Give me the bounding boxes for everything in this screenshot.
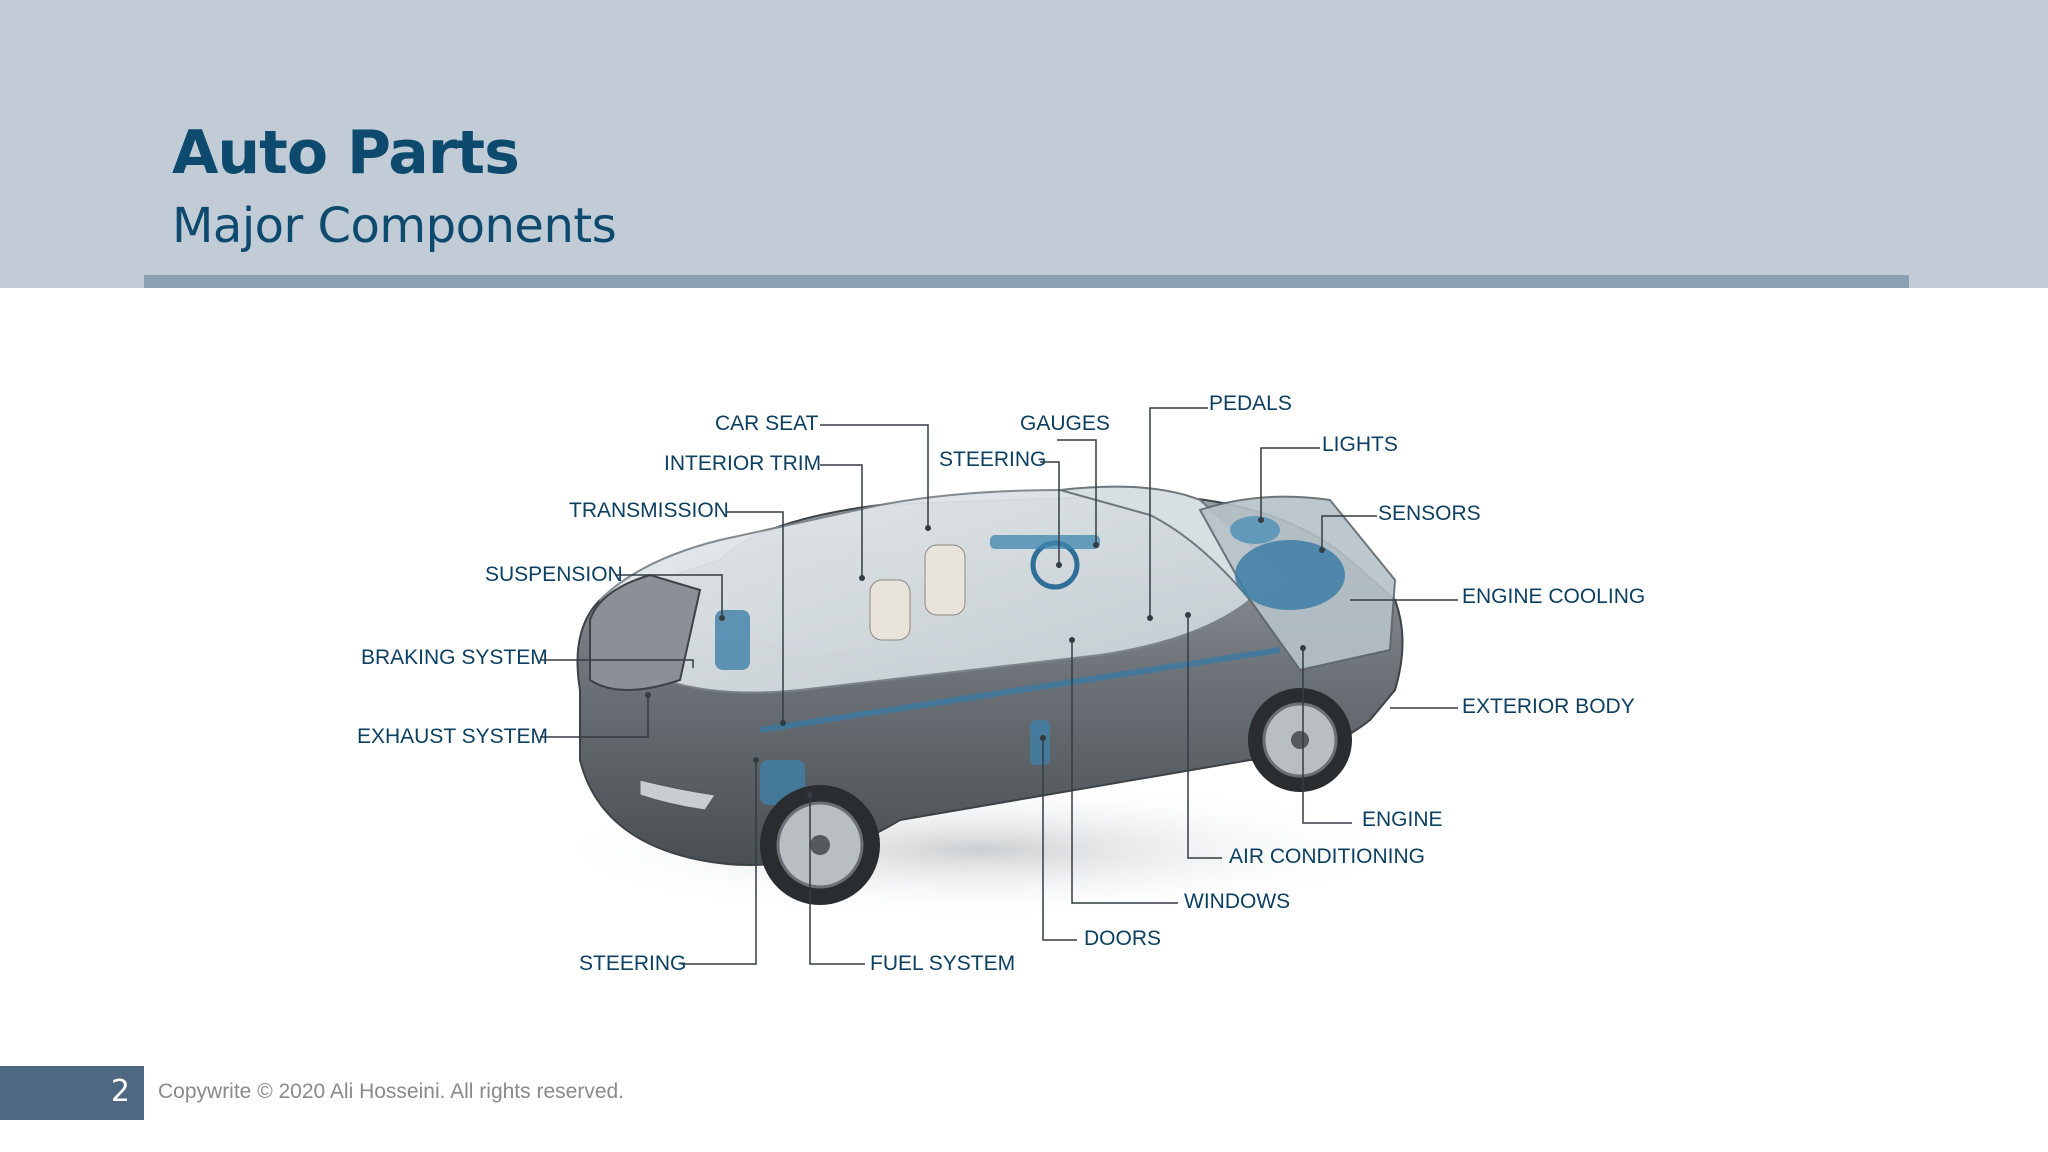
car-parts-diagram: CAR SEAT INTERIOR TRIM TRANSMISSION SUSP… bbox=[0, 288, 2048, 1058]
label-interior-trim: INTERIOR TRIM bbox=[664, 452, 822, 475]
label-steering-bottom: STEERING bbox=[579, 952, 687, 975]
rear-wheel bbox=[760, 785, 880, 905]
page-subtitle: Major Components bbox=[172, 198, 617, 254]
page-number: 2 bbox=[110, 1074, 130, 1109]
rear-suspension bbox=[715, 610, 750, 670]
front-seat bbox=[924, 544, 966, 616]
label-suspension: SUSPENSION bbox=[485, 563, 623, 586]
drive-shaft bbox=[759, 647, 1281, 733]
label-braking-system: BRAKING SYSTEM bbox=[361, 646, 548, 669]
header-rule bbox=[144, 275, 1909, 288]
label-transmission: TRANSMISSION bbox=[569, 499, 729, 522]
dashboard bbox=[990, 535, 1100, 549]
page-title: Auto Parts bbox=[172, 118, 520, 188]
label-lights: LIGHTS bbox=[1322, 433, 1398, 456]
label-exterior-body: EXTERIOR BODY bbox=[1462, 695, 1635, 718]
label-doors: DOORS bbox=[1084, 927, 1162, 950]
trunk bbox=[589, 573, 702, 691]
label-windows: WINDOWS bbox=[1184, 890, 1291, 913]
copyright-text: Copywrite © 2020 Ali Hosseini. All right… bbox=[158, 1080, 625, 1103]
label-pedals: PEDALS bbox=[1209, 392, 1292, 415]
page-number-box: 2 bbox=[0, 1066, 144, 1120]
rear-seat bbox=[869, 579, 911, 641]
label-exhaust-system: EXHAUST SYSTEM bbox=[357, 725, 548, 748]
leader-lines bbox=[540, 407, 1458, 965]
air-filter bbox=[1230, 516, 1280, 544]
label-engine-cooling: ENGINE COOLING bbox=[1462, 585, 1646, 608]
label-car-seat: CAR SEAT bbox=[715, 412, 819, 435]
door-actuator bbox=[1030, 720, 1050, 765]
leader-dots bbox=[645, 517, 1325, 798]
label-fuel-system: FUEL SYSTEM bbox=[870, 952, 1016, 975]
tail-light bbox=[639, 779, 716, 811]
label-air-conditioning: AIR CONDITIONING bbox=[1229, 845, 1426, 868]
label-gauges: GAUGES bbox=[1020, 412, 1110, 435]
label-steering-top: STEERING bbox=[939, 448, 1047, 471]
engine-block bbox=[1235, 540, 1345, 610]
label-engine: ENGINE bbox=[1362, 808, 1443, 831]
front-wheel bbox=[1248, 688, 1352, 792]
label-sensors: SENSORS bbox=[1378, 502, 1481, 525]
car-illustration bbox=[540, 407, 1458, 965]
header-band bbox=[0, 0, 2048, 288]
